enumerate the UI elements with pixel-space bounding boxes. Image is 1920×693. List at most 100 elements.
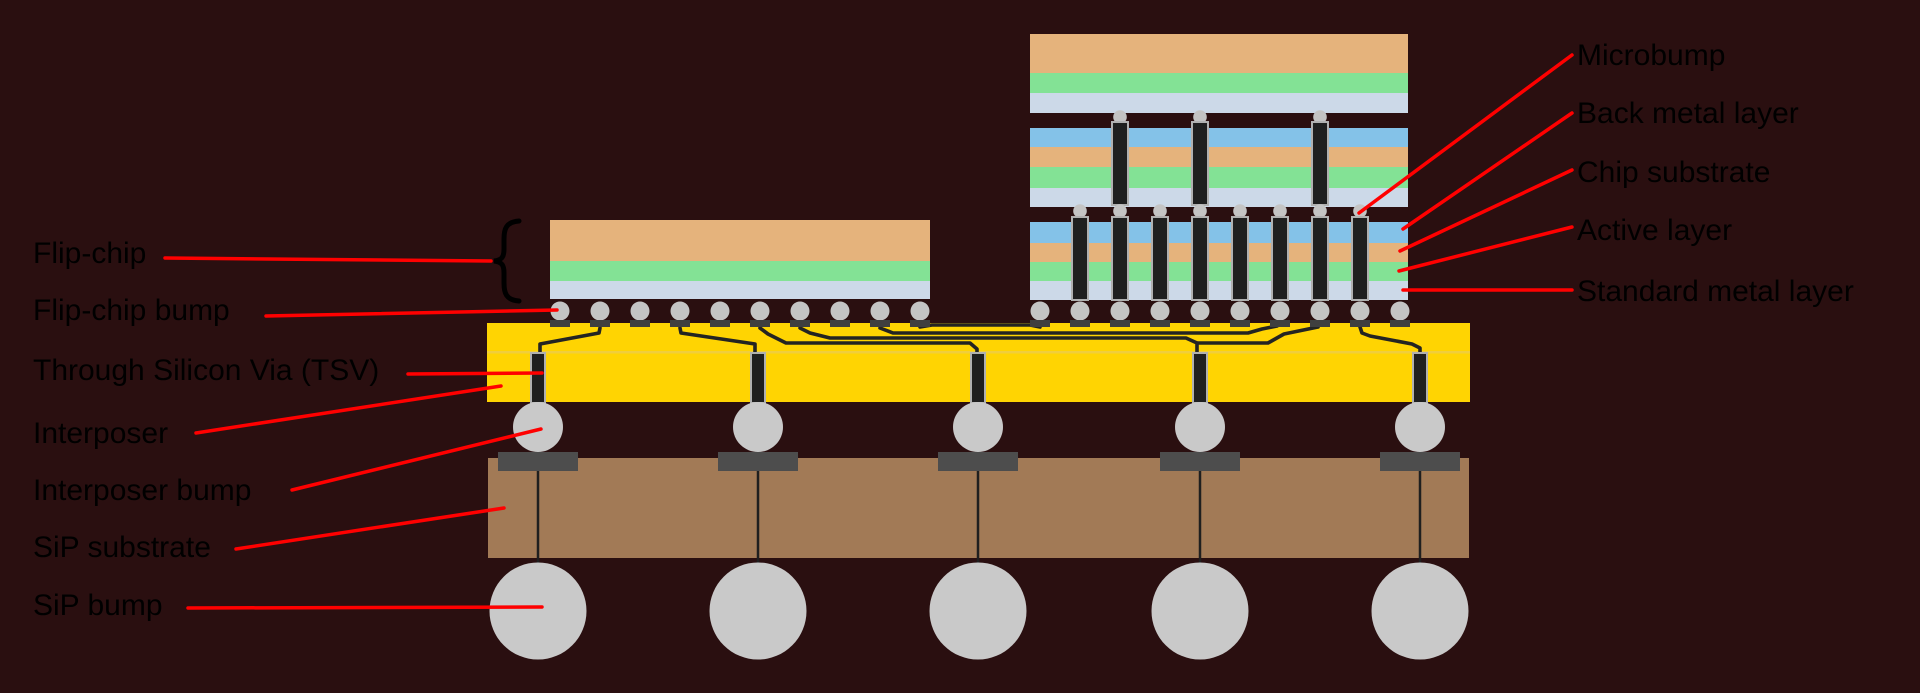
die-via-mid-3 [1313, 123, 1327, 204]
flip-chip-bump-right-6 [1230, 301, 1250, 321]
interposer-trace-7 [918, 323, 1042, 329]
tsv-1 [532, 354, 544, 402]
die-via-bot-3 [1153, 218, 1167, 299]
flip-chip-bump-left-6 [750, 301, 770, 321]
flip-chip-bump-left-7 [790, 301, 810, 321]
die-middle-back-metal-layer [1030, 128, 1408, 147]
leader-flip-chip [163, 256, 493, 263]
substrate-pad-5 [1380, 452, 1460, 471]
leader-chip-substrate [1398, 168, 1574, 253]
die-via-bot-6 [1273, 218, 1287, 299]
flip-chip-bump-right-10 [1390, 301, 1410, 321]
die-middle-active-layer [1030, 167, 1408, 188]
label-flip-chip-bump: Flip-chip bump [33, 294, 230, 327]
bump-pad-right-4 [1150, 320, 1170, 327]
interposer-trace-2 [678, 326, 757, 356]
die-via-bot-8 [1353, 218, 1367, 299]
die-top-standard-metal-layer [1030, 93, 1408, 113]
substrate-pad-3 [938, 452, 1018, 471]
flip-chip-bump-left-10 [910, 301, 930, 321]
die-via-bot-7 [1313, 218, 1327, 299]
bump-pad-left-8 [830, 320, 850, 327]
microbump-bot-5 [1233, 204, 1247, 218]
substrate-via-1 [536, 470, 540, 564]
die-top-active-layer [1030, 73, 1408, 93]
bump-pad-right-9 [1350, 320, 1370, 327]
microbump-bot-4 [1193, 204, 1207, 218]
leader-sip-substrate [234, 506, 506, 551]
die-middle-standard-metal-layer [1030, 188, 1408, 207]
microbump-bot-1 [1073, 204, 1087, 218]
interposer-trace-4 [798, 326, 1199, 356]
flip-chip-bump-left-1 [550, 301, 570, 321]
microbump-bot-7 [1313, 204, 1327, 218]
die-top-chip-substrate-layer [1030, 34, 1408, 73]
substrate-via-4 [1198, 470, 1202, 564]
interposer-trace-5 [1195, 325, 1320, 345]
sip-bump-1 [489, 562, 587, 660]
label-through-silicon-via: Through Silicon Via (TSV) [33, 354, 380, 387]
microbump-bot-2 [1113, 204, 1127, 218]
die-via-mid-2 [1193, 123, 1207, 204]
tsv-5 [1414, 354, 1426, 402]
interposer-trace-1 [538, 326, 602, 356]
flip-chip-bump-right-3 [1110, 301, 1130, 321]
interposer-trace-3 [758, 326, 979, 356]
interposer-bump-2 [733, 402, 783, 452]
flip-chip-brace [493, 218, 522, 304]
label-interposer: Interposer [33, 417, 169, 450]
flip-chip-bump-right-7 [1270, 301, 1290, 321]
substrate-pad-4 [1160, 452, 1240, 471]
label-active-layer: Active layer [1577, 214, 1733, 247]
flip-chip-bump-left-9 [870, 301, 890, 321]
bump-pad-left-6 [750, 320, 770, 327]
flip-chip-standard-metal-layer [550, 281, 930, 299]
leader-interposer-bump [290, 427, 543, 492]
bump-pad-left-2 [590, 320, 610, 327]
sip-bump-3 [929, 562, 1027, 660]
sip-bump-4 [1151, 562, 1249, 660]
microbump-mid-3 [1313, 110, 1327, 124]
leader-sip-bump [186, 605, 544, 610]
flip-chip-bump-left-4 [670, 301, 690, 321]
die-via-bot-4 [1193, 218, 1207, 299]
bump-pad-right-6 [1230, 320, 1250, 327]
label-interposer-bump: Interposer bump [33, 474, 252, 507]
label-chip-substrate: Chip substrate [1577, 156, 1771, 189]
bump-pad-left-5 [710, 320, 730, 327]
label-microbump: Microbump [1577, 39, 1726, 72]
flip-chip-bump-right-4 [1150, 301, 1170, 321]
flip-chip-bump-left-8 [830, 301, 850, 321]
leader-interposer [194, 384, 503, 435]
label-sip-substrate: SiP substrate [33, 531, 211, 564]
leader-flip-chip-bump [264, 308, 559, 318]
die-middle-chip-substrate-layer [1030, 147, 1408, 167]
flip-chip-active-layer [550, 261, 930, 281]
substrate-via-3 [976, 470, 980, 564]
bump-pad-left-3 [630, 320, 650, 327]
die-via-bot-2 [1113, 218, 1127, 299]
leader-microbump [1357, 53, 1574, 215]
bump-pad-left-7 [790, 320, 810, 327]
substrate-pad-2 [718, 452, 798, 471]
die-via-mid-1 [1113, 123, 1127, 204]
substrate-pad-1 [498, 452, 578, 471]
interposer-bump-5 [1395, 402, 1445, 452]
label-sip-bump: SiP bump [33, 589, 163, 622]
tsv-3 [972, 354, 984, 402]
flip-chip-bump-right-5 [1190, 301, 1210, 321]
flip-chip-bump-left-5 [710, 301, 730, 321]
leader-through-silicon-via [406, 371, 544, 376]
substrate-via-2 [756, 470, 760, 564]
interposer-bump-4 [1175, 402, 1225, 452]
bump-pad-right-10 [1390, 320, 1410, 327]
microbump-mid-1 [1113, 110, 1127, 124]
sip-bump-2 [709, 562, 807, 660]
die-via-bot-5 [1233, 218, 1247, 299]
interposer-trace-8 [1358, 325, 1422, 356]
bump-pad-right-7 [1270, 320, 1290, 327]
flip-chip-chip-substrate-layer [550, 220, 930, 261]
interposer-trace-6 [878, 324, 1279, 335]
